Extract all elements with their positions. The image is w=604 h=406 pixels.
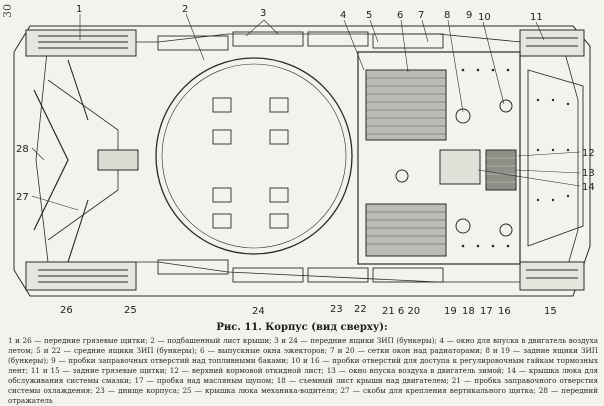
winter-air-intake-grille bbox=[485, 149, 517, 191]
rear-fender-bottom bbox=[519, 261, 585, 291]
callout-17: 17 bbox=[480, 306, 493, 317]
callout-12: 12 bbox=[582, 148, 595, 159]
callout-15: 15 bbox=[544, 306, 557, 317]
radiator-grille-bottom bbox=[365, 203, 447, 257]
callout-27: 27 bbox=[16, 192, 29, 203]
callout-8: 8 bbox=[444, 10, 450, 21]
tow-cable-top bbox=[67, 59, 89, 121]
callout-2: 2 bbox=[182, 4, 188, 15]
turret-floor-fittings bbox=[212, 97, 289, 229]
callout-16: 16 bbox=[498, 306, 511, 317]
callout-26: 26 bbox=[60, 305, 73, 316]
callout-1: 1 bbox=[76, 4, 82, 15]
fuel-filler-plug-top bbox=[455, 108, 471, 124]
callout-11: 11 bbox=[530, 12, 543, 23]
rear-plate-rivets bbox=[536, 98, 570, 202]
callout-25: 25 bbox=[124, 305, 137, 316]
callout-22: 22 bbox=[354, 304, 367, 315]
callout-28: 28 bbox=[16, 144, 29, 155]
callout-21-6-20: 21 6 20 bbox=[382, 306, 420, 317]
callout-labels-top: 1 2 3 4 5 6 7 8 9 10 11 bbox=[76, 4, 543, 23]
rear-fender-top bbox=[519, 29, 585, 57]
front-fender-top bbox=[25, 29, 137, 57]
front-reflector bbox=[33, 89, 69, 231]
brake-access-plug-top bbox=[499, 99, 513, 113]
callout-18: 18 bbox=[462, 306, 475, 317]
figure-caption: Рис. 11. Корпус (вид сверху): bbox=[216, 322, 388, 333]
callout-13: 13 bbox=[582, 168, 595, 179]
turret-ring bbox=[155, 57, 353, 255]
callout-10: 10 bbox=[478, 12, 491, 23]
hull-top-view-drawing: 1 2 3 4 5 6 7 8 9 10 11 12 13 14 28 27 2… bbox=[13, 4, 595, 317]
stowage-boxes-top bbox=[157, 31, 444, 51]
callout-24: 24 bbox=[252, 306, 265, 317]
front-fender-bottom bbox=[25, 261, 137, 291]
driver-hatch bbox=[97, 149, 139, 171]
callout-23: 23 bbox=[330, 304, 343, 315]
callout-labels-right: 12 13 14 bbox=[582, 148, 595, 193]
engine-deck-plate bbox=[357, 51, 521, 265]
callout-19: 19 bbox=[444, 306, 457, 317]
callout-5: 5 bbox=[366, 10, 372, 21]
leader-lines bbox=[31, 13, 581, 211]
oil-service-hatch bbox=[439, 149, 481, 185]
callout-3: 3 bbox=[260, 8, 266, 19]
figure-legend: 1 и 26 — передние грязевые щитки; 2 — по… bbox=[8, 336, 598, 405]
callout-4: 4 bbox=[340, 10, 346, 21]
callout-14: 14 bbox=[582, 182, 595, 193]
brake-access-plug-bottom bbox=[499, 223, 513, 237]
callout-7: 7 bbox=[418, 10, 424, 21]
tow-cable-bottom bbox=[67, 199, 89, 263]
rear-hinged-plate bbox=[527, 69, 584, 247]
callout-9: 9 bbox=[466, 10, 472, 21]
fuel-filler-plug-bottom bbox=[455, 218, 471, 234]
engine-deck-rivets bbox=[461, 68, 510, 248]
stowage-boxes-bottom bbox=[157, 259, 444, 283]
callout-labels-left: 28 27 bbox=[16, 144, 29, 203]
callout-6: 6 bbox=[397, 10, 403, 21]
callout-labels-bottom: 26 25 24 23 22 21 6 20 19 18 17 16 15 bbox=[60, 304, 557, 317]
oil-dipstick-plug bbox=[395, 169, 409, 183]
radiator-grille-top bbox=[365, 69, 447, 141]
